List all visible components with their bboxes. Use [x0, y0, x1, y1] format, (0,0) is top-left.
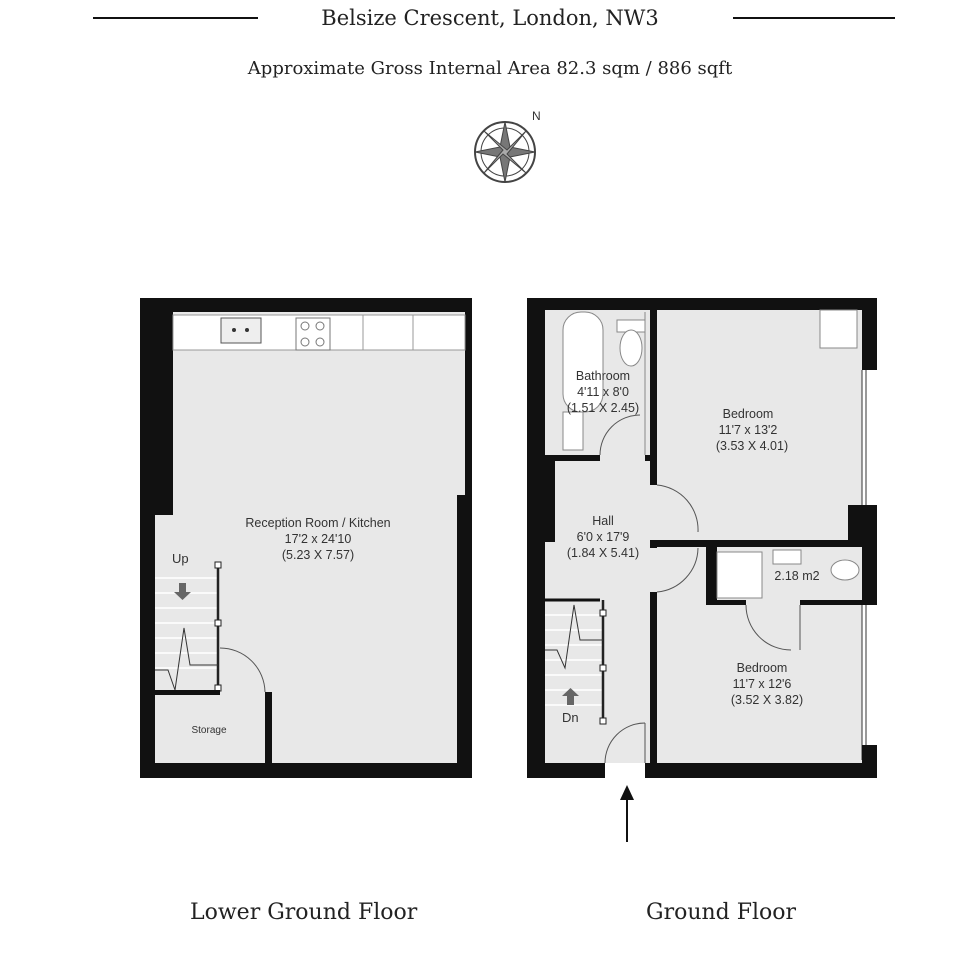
- room-metric-reception: (5.23 X 7.57): [282, 548, 354, 562]
- room-size-hall: 6'0 x 17'9: [577, 530, 630, 544]
- room-metric-bathroom: (1.51 X 2.45): [567, 401, 639, 415]
- hob-icon: [295, 317, 331, 351]
- header-rule-right: [733, 17, 895, 19]
- door-swing: [219, 647, 266, 693]
- stairs-up: [155, 563, 218, 690]
- kitchen-counter: [172, 314, 466, 351]
- compass-north-label: N: [532, 109, 541, 123]
- room-metric-hall: (1.84 X 5.41): [567, 546, 639, 560]
- sink-icon: [220, 317, 262, 344]
- room-metric-bedroom-1: (3.53 X 4.01): [716, 439, 788, 453]
- toilet-icon: [616, 319, 646, 367]
- room-area-ensuite: 2.18 m2: [774, 569, 819, 583]
- arrow-down-icon: [174, 583, 191, 600]
- room-name-reception: Reception Room / Kitchen: [245, 516, 390, 530]
- room-name-hall: Hall: [592, 514, 614, 528]
- stairs-down-label: Dn: [562, 710, 579, 725]
- floor-label-ground: Ground Floor: [646, 900, 797, 925]
- room-name-storage: Storage: [191, 725, 226, 736]
- room-name-bedroom-1: Bedroom: [723, 407, 774, 421]
- room-name-bathroom: Bathroom: [576, 369, 630, 383]
- header-rule-left: [93, 17, 258, 19]
- page-title: Belsize Crescent, London, NW3: [321, 6, 659, 30]
- compass-icon: [474, 121, 536, 183]
- room-size-bedroom-2: 11'7 x 12'6: [733, 677, 792, 691]
- room-metric-bedroom-2: (3.52 X 3.82): [731, 693, 803, 707]
- stairs-up-label: Up: [172, 551, 189, 566]
- page-subtitle: Approximate Gross Internal Area 82.3 sqm…: [247, 58, 733, 79]
- entrance-arrow-icon: [620, 785, 634, 842]
- arrow-up-icon: [562, 688, 579, 705]
- room-size-bathroom: 4'11 x 8'0: [577, 385, 629, 399]
- floor-label-lower-ground: Lower Ground Floor: [190, 900, 418, 925]
- room-size-reception: 17'2 x 24'10: [285, 532, 352, 546]
- basin-icon: [772, 549, 802, 565]
- ground-plan: [527, 298, 877, 778]
- room-size-bedroom-1: 11'7 x 13'2: [719, 423, 778, 437]
- toilet-icon: [830, 559, 860, 581]
- lower-ground-plan: [140, 298, 472, 778]
- room-name-bedroom-2: Bedroom: [737, 661, 788, 675]
